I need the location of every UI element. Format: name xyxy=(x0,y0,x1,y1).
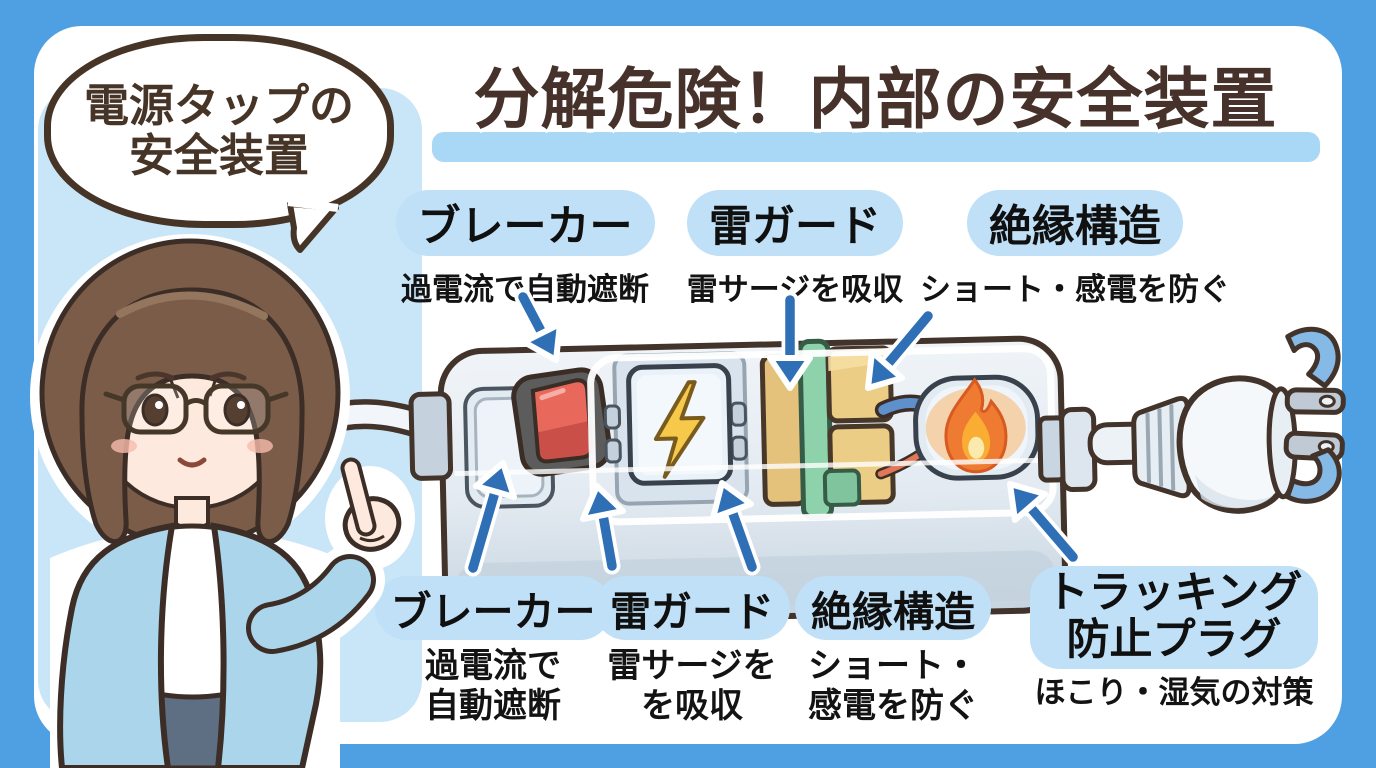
pointing-hand xyxy=(246,457,402,654)
eyes xyxy=(141,393,251,427)
speech-bubble: 電源タップの 安全装置 xyxy=(44,34,394,228)
top-label-breaker: ブレーカー 過電流で自動遮断 xyxy=(375,190,675,309)
breaker-pill: ブレーカー xyxy=(395,190,655,256)
plug-prong-top xyxy=(1284,387,1346,415)
title-underline xyxy=(428,128,1324,166)
top-label-insulation: 絶縁構造 ショート・感電を防ぐ xyxy=(910,190,1240,309)
speech-bubble-tail xyxy=(287,202,339,253)
surge-desc: 雷サージを吸収 xyxy=(686,272,904,307)
tracking-plug-desc: ほこり・湿気の対策 xyxy=(1034,674,1314,710)
title-block: 分解危険！内部の安全装置 xyxy=(418,46,1333,176)
bottom-label-surge: 雷ガード 雷サージを を吸収 xyxy=(572,576,812,726)
plug-assembly xyxy=(1037,326,1346,514)
surge-desc-line2: を吸収 xyxy=(641,687,743,726)
mouth xyxy=(177,457,207,468)
breaker-desc: 過電流で自動遮断 xyxy=(401,272,649,307)
bottom-label-insulation: 絶縁構造 ショート・ 感電を防ぐ xyxy=(773,576,1013,726)
character-illustration xyxy=(30,234,415,768)
top-label-surge: 雷ガード 雷サージを吸収 xyxy=(655,190,935,309)
insulation-pill-bottom: 絶縁構造 xyxy=(795,576,991,640)
lightning-bolt-icon xyxy=(653,380,706,479)
page-title: 分解危険！内部の安全装置 xyxy=(473,62,1278,136)
tracking-plug-name-line2: 防止プラグ xyxy=(1066,616,1282,665)
insulation-pill: 絶縁構造 xyxy=(967,190,1183,256)
speech-bubble-line1: 電源タップの xyxy=(83,79,354,131)
bottom-label-tracking-plug: トラッキング 防止プラグ ほこり・湿気の対策 xyxy=(1024,566,1324,711)
breaker-desc-line2: 自動遮断 xyxy=(425,687,561,726)
insulating-cap-top xyxy=(1285,326,1341,389)
surge-pill-bottom: 雷ガード xyxy=(594,576,790,640)
bottom-label-breaker: ブレーカー 過電流で 自動遮断 xyxy=(373,576,613,726)
cord-gland xyxy=(408,391,454,481)
breaker-pill-bottom: ブレーカー xyxy=(374,576,612,640)
surge-pill: 雷ガード xyxy=(687,190,903,256)
insulation-desc-line2: 感電を防ぐ xyxy=(808,687,978,726)
flame-capsule xyxy=(913,374,1041,481)
breaker-desc-line1: 過電流で xyxy=(425,647,561,685)
cardigan-left xyxy=(57,522,176,768)
insulation-desc-line1: ショート・ xyxy=(808,647,978,685)
insulation-desc: ショート・感電を防ぐ xyxy=(920,272,1230,307)
speech-bubble-line2: 安全装置 xyxy=(128,130,309,181)
surge-desc-line1: 雷サージを xyxy=(607,647,777,685)
surge-absorber xyxy=(603,351,750,506)
breaker-switch xyxy=(511,367,613,477)
insulating-cap-bottom xyxy=(1284,447,1342,504)
tracking-plug-name-line1: トラッキング xyxy=(1045,569,1303,617)
